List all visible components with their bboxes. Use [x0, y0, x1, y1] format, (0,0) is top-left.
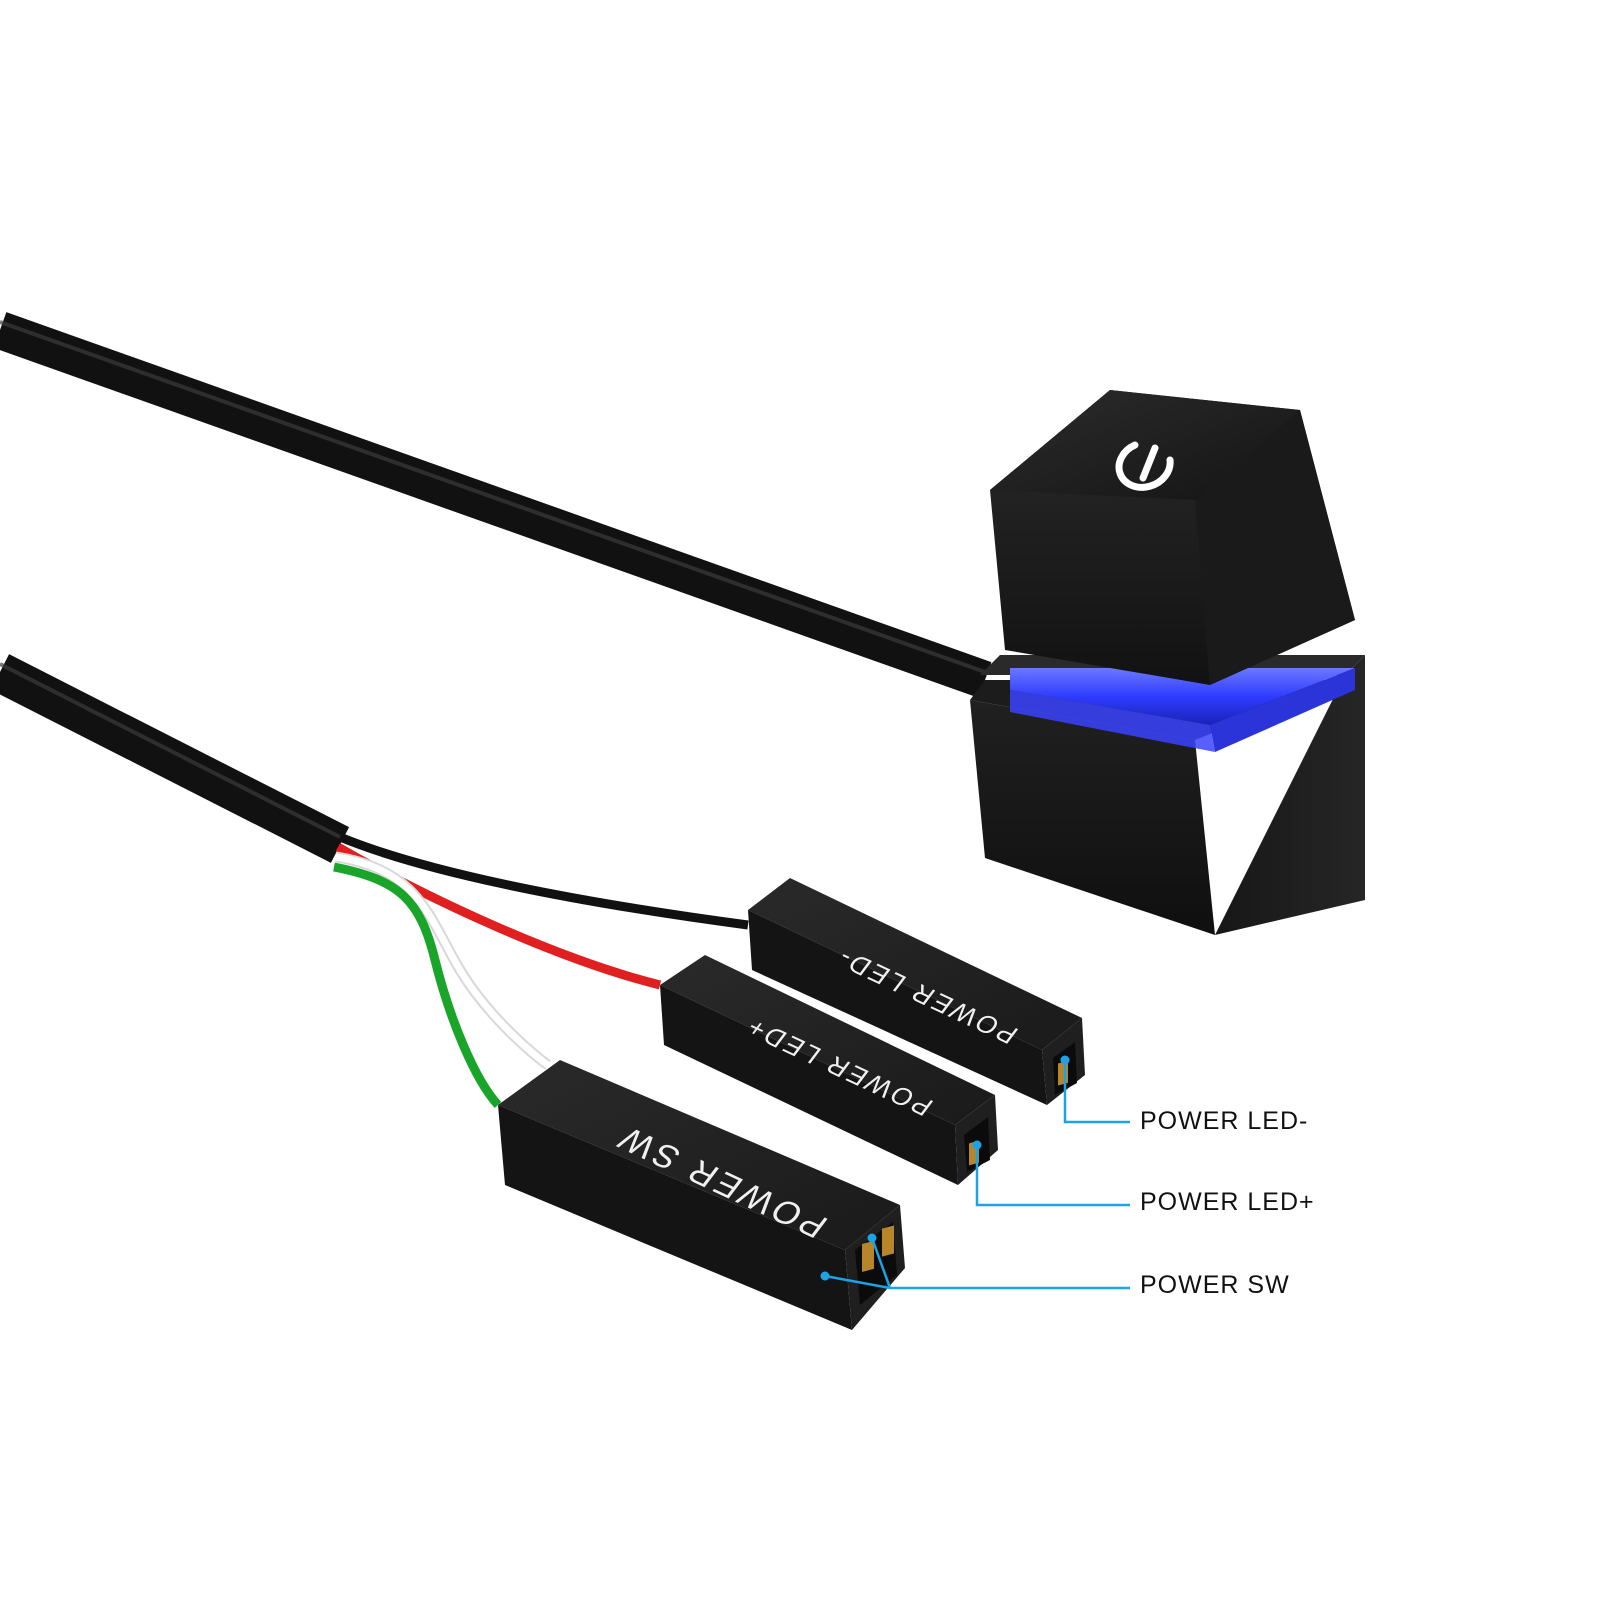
- power-switch: [970, 390, 1365, 935]
- callout-label-led-minus: POWER LED-: [1140, 1107, 1309, 1135]
- power-icon: [1115, 441, 1174, 491]
- lower-cable: [0, 654, 350, 863]
- callout-label-led-plus: POWER LED+: [1140, 1188, 1315, 1216]
- upper-cable: [0, 312, 992, 698]
- wires: [333, 832, 749, 1109]
- led-glow-ring: [1010, 668, 1355, 752]
- connector-power-led-plus: POWER LED+: [660, 955, 998, 1185]
- callout-lines: [820, 1055, 1130, 1290]
- callout-label-sw: POWER SW: [1140, 1271, 1290, 1299]
